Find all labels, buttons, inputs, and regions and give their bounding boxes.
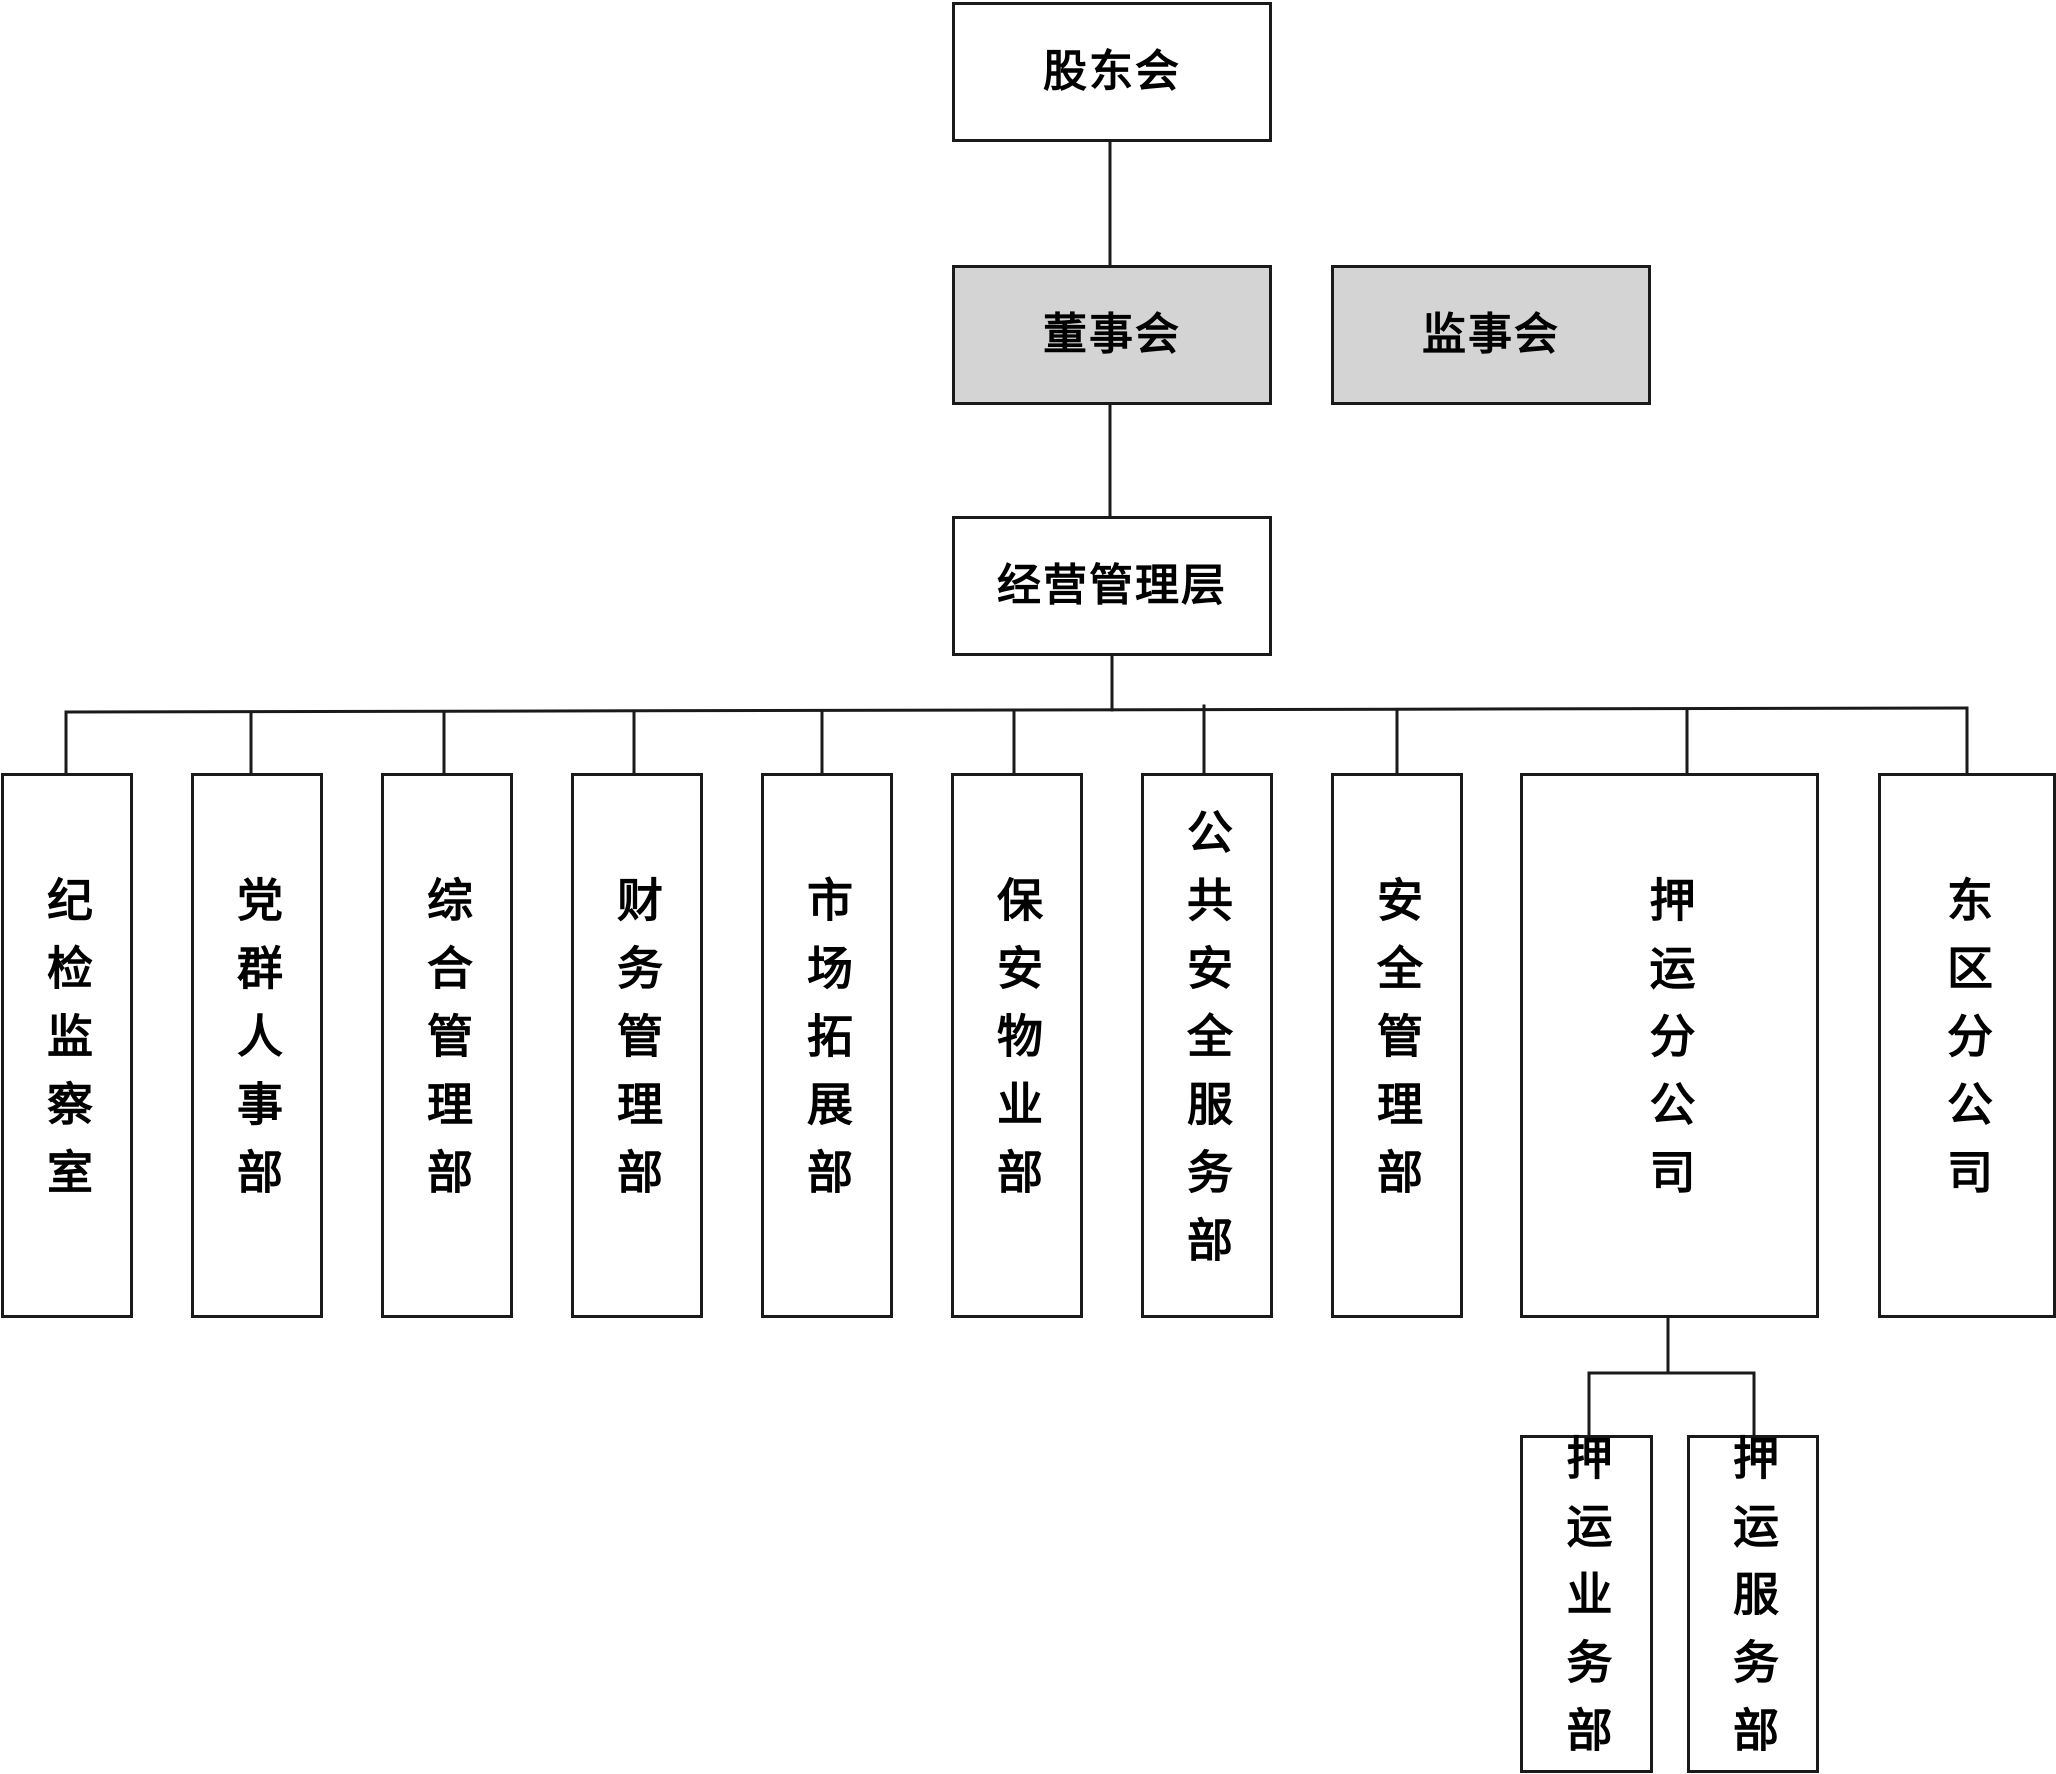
department-label: 保安物业部 [990, 875, 1044, 1216]
node-shareholders-meeting: 股东会 [952, 2, 1272, 142]
node-board-of-supervisors: 监事会 [1331, 265, 1651, 405]
department-label: 财务管理部 [610, 875, 664, 1216]
node-escort-company: 押运分公司 [1520, 773, 1819, 1318]
node-label: 股东会 [1043, 46, 1181, 97]
node-escort-subunit: 押运业务部 [1520, 1434, 1653, 1774]
node-department: 保安物业部 [951, 773, 1083, 1318]
node-department: 公共安全服务部 [1141, 773, 1273, 1318]
department-label: 纪检监察室 [40, 875, 94, 1216]
connector-department-bus [64, 706, 1969, 714]
node-label: 董事会 [1043, 309, 1181, 360]
node-department: 市场拓展部 [761, 773, 893, 1318]
department-label: 公共安全服务部 [1180, 807, 1234, 1284]
node-department: 安全管理部 [1331, 773, 1463, 1318]
department-label: 安全管理部 [1370, 875, 1424, 1216]
node-department: 党群人事部 [191, 773, 323, 1318]
department-label: 市场拓展部 [800, 875, 854, 1216]
department-label: 党群人事部 [230, 875, 284, 1216]
node-escort-subunit: 押运服务部 [1687, 1434, 1819, 1774]
node-department: 财务管理部 [571, 773, 703, 1318]
department-label: 综合管理部 [420, 875, 474, 1216]
node-label: 经营管理层 [997, 560, 1227, 611]
node-label: 监事会 [1422, 309, 1560, 360]
subunit-label: 押运业务部 [1559, 1434, 1614, 1774]
department-label: 押运分公司 [1642, 875, 1697, 1216]
node-board-of-directors: 董事会 [952, 265, 1272, 405]
department-label: 东区分公司 [1940, 875, 1994, 1216]
subunit-label: 押运服务部 [1726, 1434, 1780, 1774]
node-east-branch: 东区分公司 [1878, 773, 2056, 1318]
node-management: 经营管理层 [952, 516, 1272, 656]
node-department: 纪检监察室 [1, 773, 133, 1318]
node-department: 综合管理部 [381, 773, 513, 1318]
